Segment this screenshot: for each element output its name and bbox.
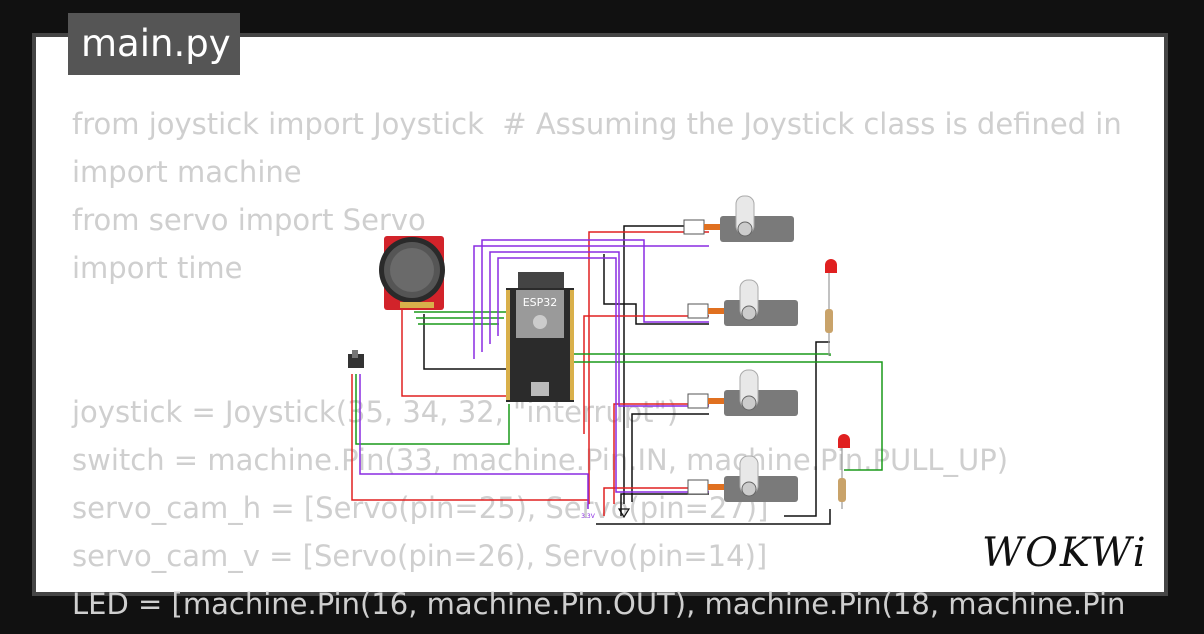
file-name-tab: main.py [68,13,240,75]
code-line: LED = [machine.Pin(16, machine.Pin.OUT),… [72,587,1126,621]
vcc-symbol: 3.3V [581,513,596,520]
code-line: import time [72,251,243,285]
esp32-label: ESP32 [523,296,558,309]
code-line: from servo import Servo [72,203,426,237]
wires-red [351,231,709,516]
ground-symbol [617,508,631,519]
servo-motor[interactable] [687,369,798,416]
code-line: servo_cam_v = [Servo(pin=26), Servo(pin=… [72,539,768,573]
code-line: import machine [72,155,302,189]
led-red[interactable] [825,259,837,356]
wokwi-logo: WOKWi [980,528,1152,578]
joystick-module[interactable] [379,236,445,310]
circuit-diagram: ESP32 [348,195,883,525]
led-red[interactable] [838,434,850,509]
code-line: from joystick import Joystick # Assuming… [72,107,1122,141]
slide-switch[interactable] [348,350,364,368]
esp32-board[interactable]: ESP32 [506,272,574,402]
servo-motor[interactable] [687,279,798,326]
logo-text: WOKWi [982,530,1148,576]
code-line: switch = machine.Pin(33, machine.Pin.IN,… [72,443,1009,477]
servo-motor[interactable] [687,455,798,502]
vcc-label: 3.3V [581,513,596,520]
code-card: from joystick import Joystick # Assuming… [32,33,1168,621]
wires-purple [359,239,709,509]
servo-motor[interactable] [683,195,794,242]
code-line: joystick = Joystick(35, 34, 32, "interru… [72,395,679,429]
